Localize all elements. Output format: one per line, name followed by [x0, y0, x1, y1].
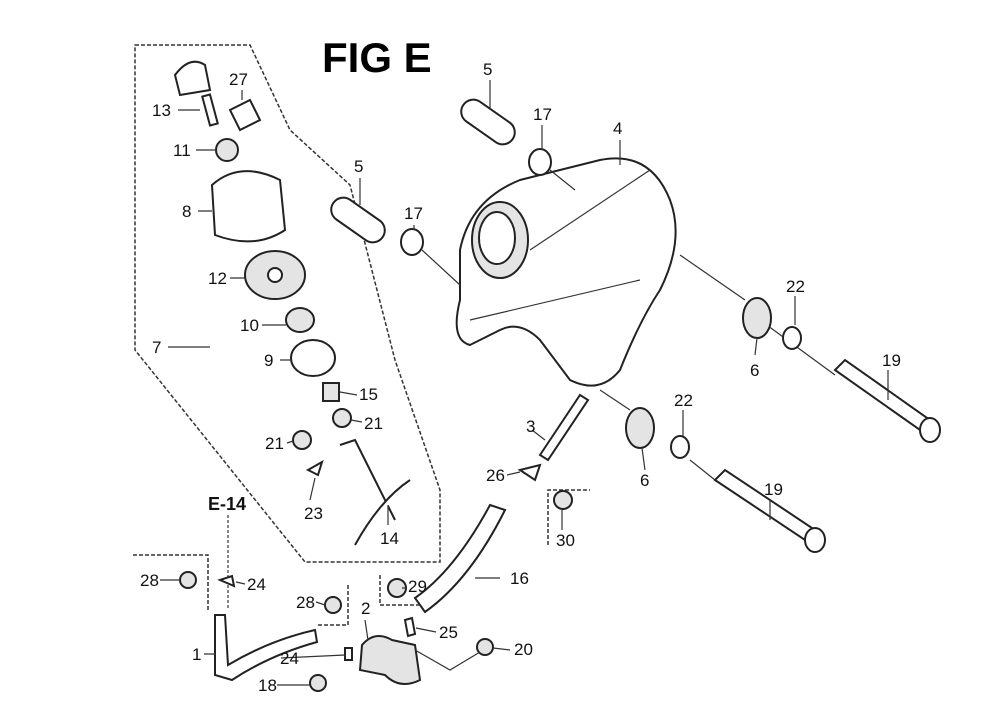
washer-part-21-right — [332, 408, 352, 428]
callout-label: 11 — [173, 141, 191, 160]
clip-part-24-upper — [217, 574, 236, 588]
grommet-part-6-lower — [625, 407, 655, 449]
callout-label: 21 — [265, 434, 284, 453]
callout-label: 15 — [359, 385, 378, 404]
clip-part-30 — [553, 490, 573, 510]
callout-label: 21 — [364, 414, 383, 433]
bracket-outline-28-mid — [318, 585, 349, 626]
clip-part-25 — [403, 616, 417, 638]
clip-part-28-mid — [324, 596, 342, 614]
bracket-outline-29 — [379, 575, 420, 606]
callout-label: 13 — [152, 101, 171, 120]
callout-label: 4 — [613, 119, 622, 138]
chain-part-14 — [339, 438, 396, 521]
clip-part-24-lower — [344, 647, 353, 661]
reference-e14: E-14 — [208, 494, 246, 514]
collar-part-17-upper — [528, 148, 552, 176]
tube-part-5-upper — [460, 98, 516, 146]
callout-label: 24 — [247, 575, 266, 594]
bracket-outline-28 — [133, 554, 209, 610]
fuel-hose-part-16 — [413, 503, 507, 614]
spring-part-15 — [322, 382, 340, 402]
callout-label: 17 — [404, 204, 423, 223]
strainer-part-9 — [290, 339, 336, 377]
callout-label: 1 — [192, 645, 201, 664]
washer-part-22-upper — [782, 326, 802, 350]
callout-label: 10 — [240, 316, 259, 335]
washer-part-22-lower — [670, 435, 690, 459]
callout-label: 8 — [182, 202, 191, 221]
callout-label: 7 — [152, 338, 161, 357]
callout-label: 12 — [208, 269, 227, 288]
collar-part-17-lower — [400, 228, 424, 256]
callout-label: 29 — [408, 577, 427, 596]
callout-label: 26 — [486, 466, 505, 485]
callout-label: 3 — [526, 417, 535, 436]
callout-label: 5 — [354, 157, 363, 176]
callout-label: 22 — [674, 391, 693, 410]
callout-label: 27 — [229, 70, 248, 89]
callout-label: 23 — [304, 504, 323, 523]
knob-part-13 — [173, 60, 212, 97]
tube-part-5-lower — [330, 196, 386, 244]
washer-part-21-left — [292, 430, 312, 450]
callout-label: 30 — [556, 531, 575, 550]
callout-label: 9 — [264, 351, 273, 370]
callout-label: 14 — [380, 529, 399, 548]
fuel-valve-part-3 — [538, 393, 590, 462]
callout-label: 19 — [764, 480, 783, 499]
fuel-tank — [455, 157, 677, 387]
clip-part-26 — [517, 463, 542, 482]
grommet-part-11 — [215, 138, 239, 162]
callout-label: 28 — [140, 571, 159, 590]
callout-label: 19 — [882, 351, 901, 370]
callout-label: 28 — [296, 593, 315, 612]
screw-part-20 — [476, 638, 494, 656]
clip-part-30-outline — [547, 489, 590, 545]
callout-label: 6 — [750, 361, 759, 380]
hose-part-1 — [214, 614, 319, 682]
washer-part-18 — [309, 674, 327, 692]
callout-label: 20 — [514, 640, 533, 659]
pin-part-23 — [305, 459, 324, 477]
bolt-part-19-upper — [833, 358, 932, 432]
grommet-part-6-upper — [742, 297, 772, 339]
callout-label: 25 — [439, 623, 458, 642]
callout-label: 24 — [280, 649, 299, 668]
callout-label: 18 — [258, 676, 277, 695]
callout-label: 2 — [361, 599, 370, 618]
callout-label: 22 — [786, 277, 805, 296]
plate-part-27 — [228, 98, 262, 132]
cap-assembly-outline — [134, 44, 441, 563]
callout-label: 6 — [640, 471, 649, 490]
figure-title: FIG E — [322, 34, 432, 81]
part-10 — [285, 307, 315, 333]
callout-label: 5 — [483, 60, 492, 79]
callout-label: 16 — [510, 569, 529, 588]
fuel-cap-part-8 — [210, 170, 287, 243]
callout-label: 17 — [533, 105, 552, 124]
clip-part-28-left — [179, 571, 197, 589]
fuel-strainer-part-2 — [358, 635, 422, 685]
